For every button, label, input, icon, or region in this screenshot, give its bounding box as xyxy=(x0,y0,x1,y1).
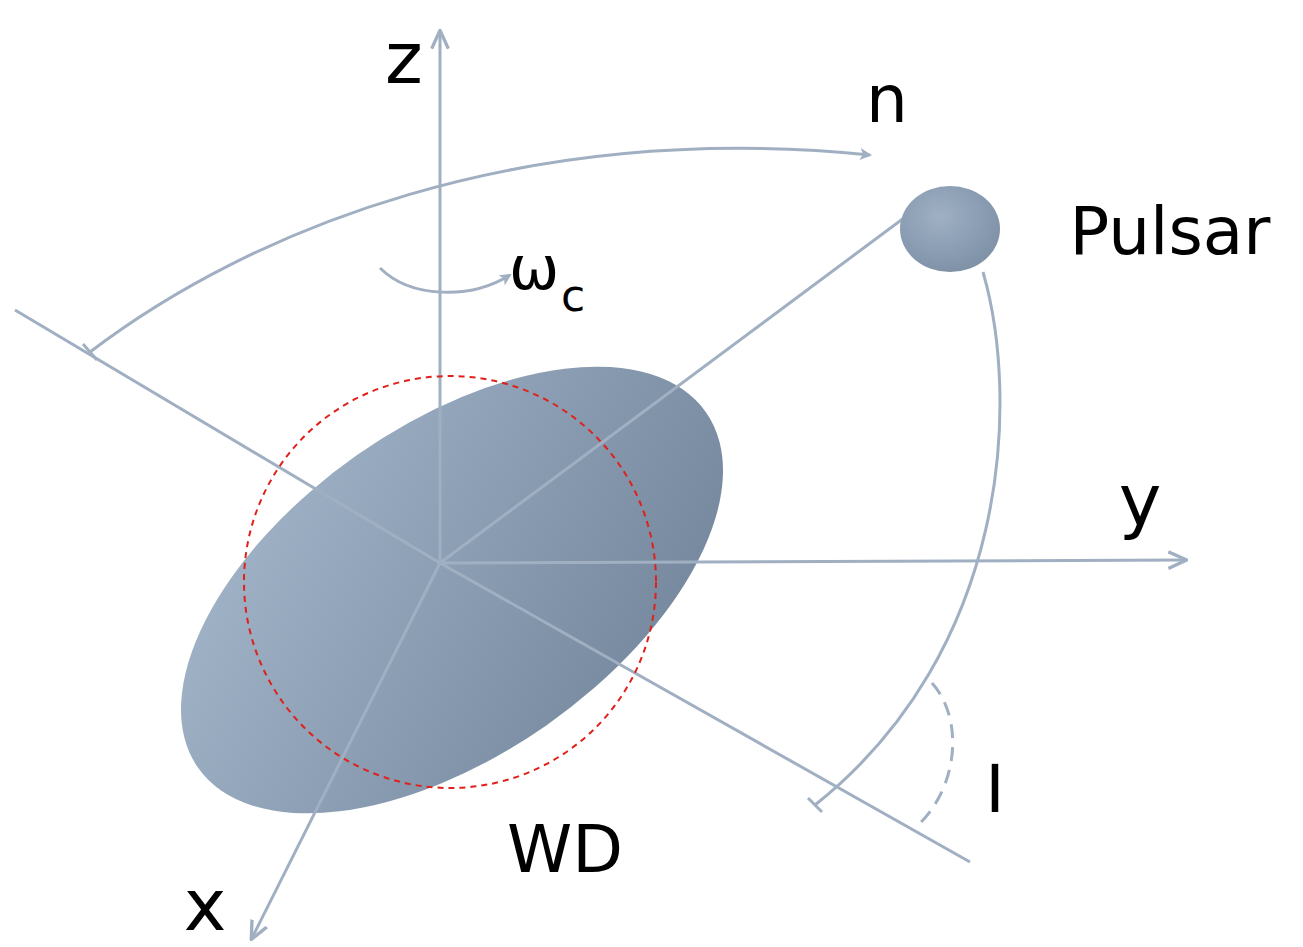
pulsar-body xyxy=(900,186,1000,272)
vector-label: n xyxy=(866,67,908,133)
spherical-outline xyxy=(244,376,656,788)
axis-label: x xyxy=(184,869,227,941)
body-label: WD xyxy=(507,817,623,883)
axes xyxy=(15,32,1185,938)
angle-label: I xyxy=(985,757,1004,823)
symbol-label: ω xyxy=(509,238,559,298)
inclination-arc xyxy=(915,683,953,828)
axis-label: z xyxy=(385,22,423,94)
subscript-label: c xyxy=(561,274,585,318)
axis-label: y xyxy=(1119,464,1162,536)
body-label: Pulsar xyxy=(1070,199,1271,265)
